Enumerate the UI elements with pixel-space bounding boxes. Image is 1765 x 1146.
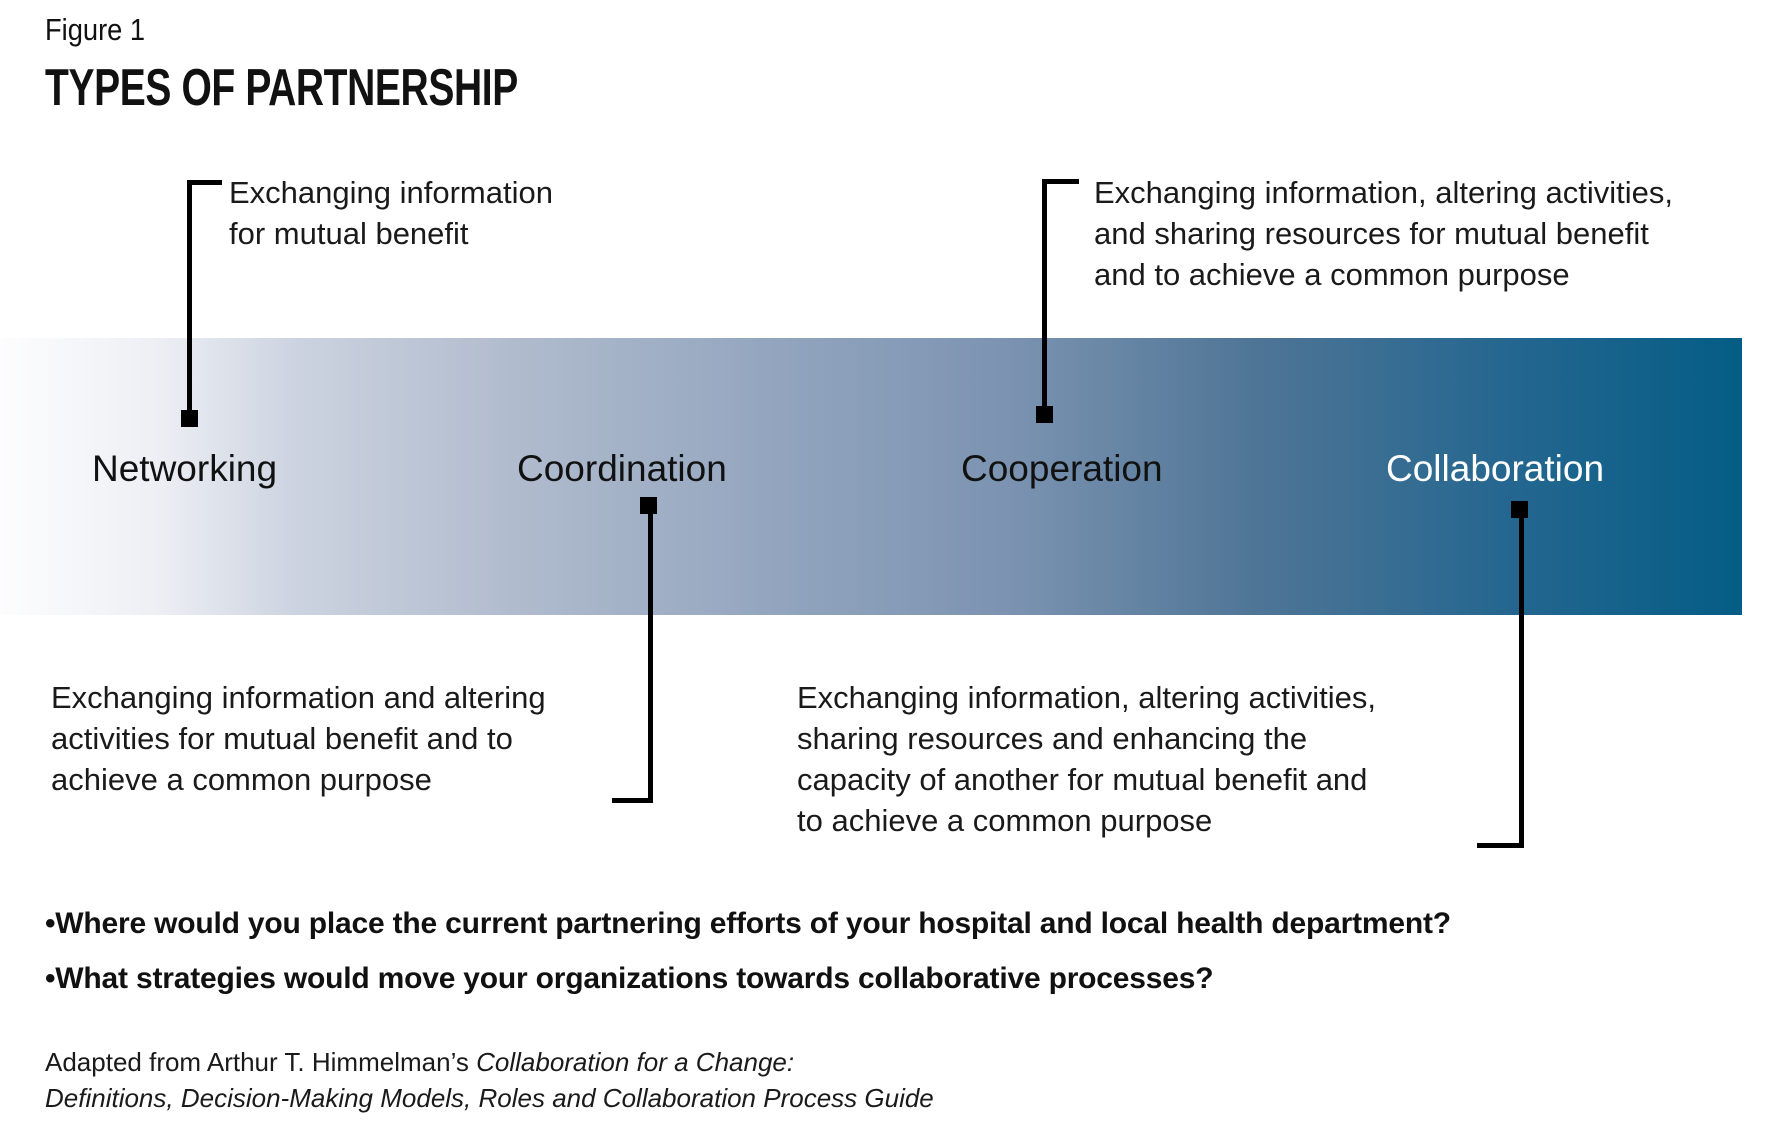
partnership-gradient-bar [0,338,1742,615]
attribution-work-title-line2: Definitions, Decision-Making Models, Rol… [45,1083,934,1113]
collaboration-marker [1511,501,1528,518]
attribution-prefix: Adapted from Arthur T. Himmelman’s [45,1047,477,1077]
question-placement: •Where would you place the current partn… [45,907,1451,940]
figure-title: TYPES OF PARTNERSHIP [45,59,518,117]
coordination-connector-line [612,513,653,803]
networking-marker [181,410,198,427]
cooperation-marker [1036,406,1053,423]
figure-number-label: Figure 1 [45,12,146,47]
networking-connector-line [187,180,222,417]
collaboration-description: Exchanging information, altering activit… [797,680,1376,838]
cooperation-description: Exchanging information, altering activit… [1094,175,1673,292]
coordination-marker [640,497,657,514]
attribution: Adapted from Arthur T. Himmelman’s Colla… [45,1044,934,1116]
stage-label-coordination: Coordination [517,448,727,489]
question-strategies: •What strategies would move your organiz… [45,962,1214,995]
stage-label-networking: Networking [92,448,278,489]
coordination-description: Exchanging information and altering acti… [51,680,546,797]
cooperation-connector-line [1042,179,1079,413]
stage-label-cooperation: Cooperation [961,448,1163,489]
attribution-work-title-line1: Collaboration for a Change: [476,1047,795,1077]
stage-label-collaboration: Collaboration [1386,448,1605,489]
collaboration-connector-line [1477,517,1524,848]
networking-description: Exchanging information for mutual benefi… [229,175,553,251]
